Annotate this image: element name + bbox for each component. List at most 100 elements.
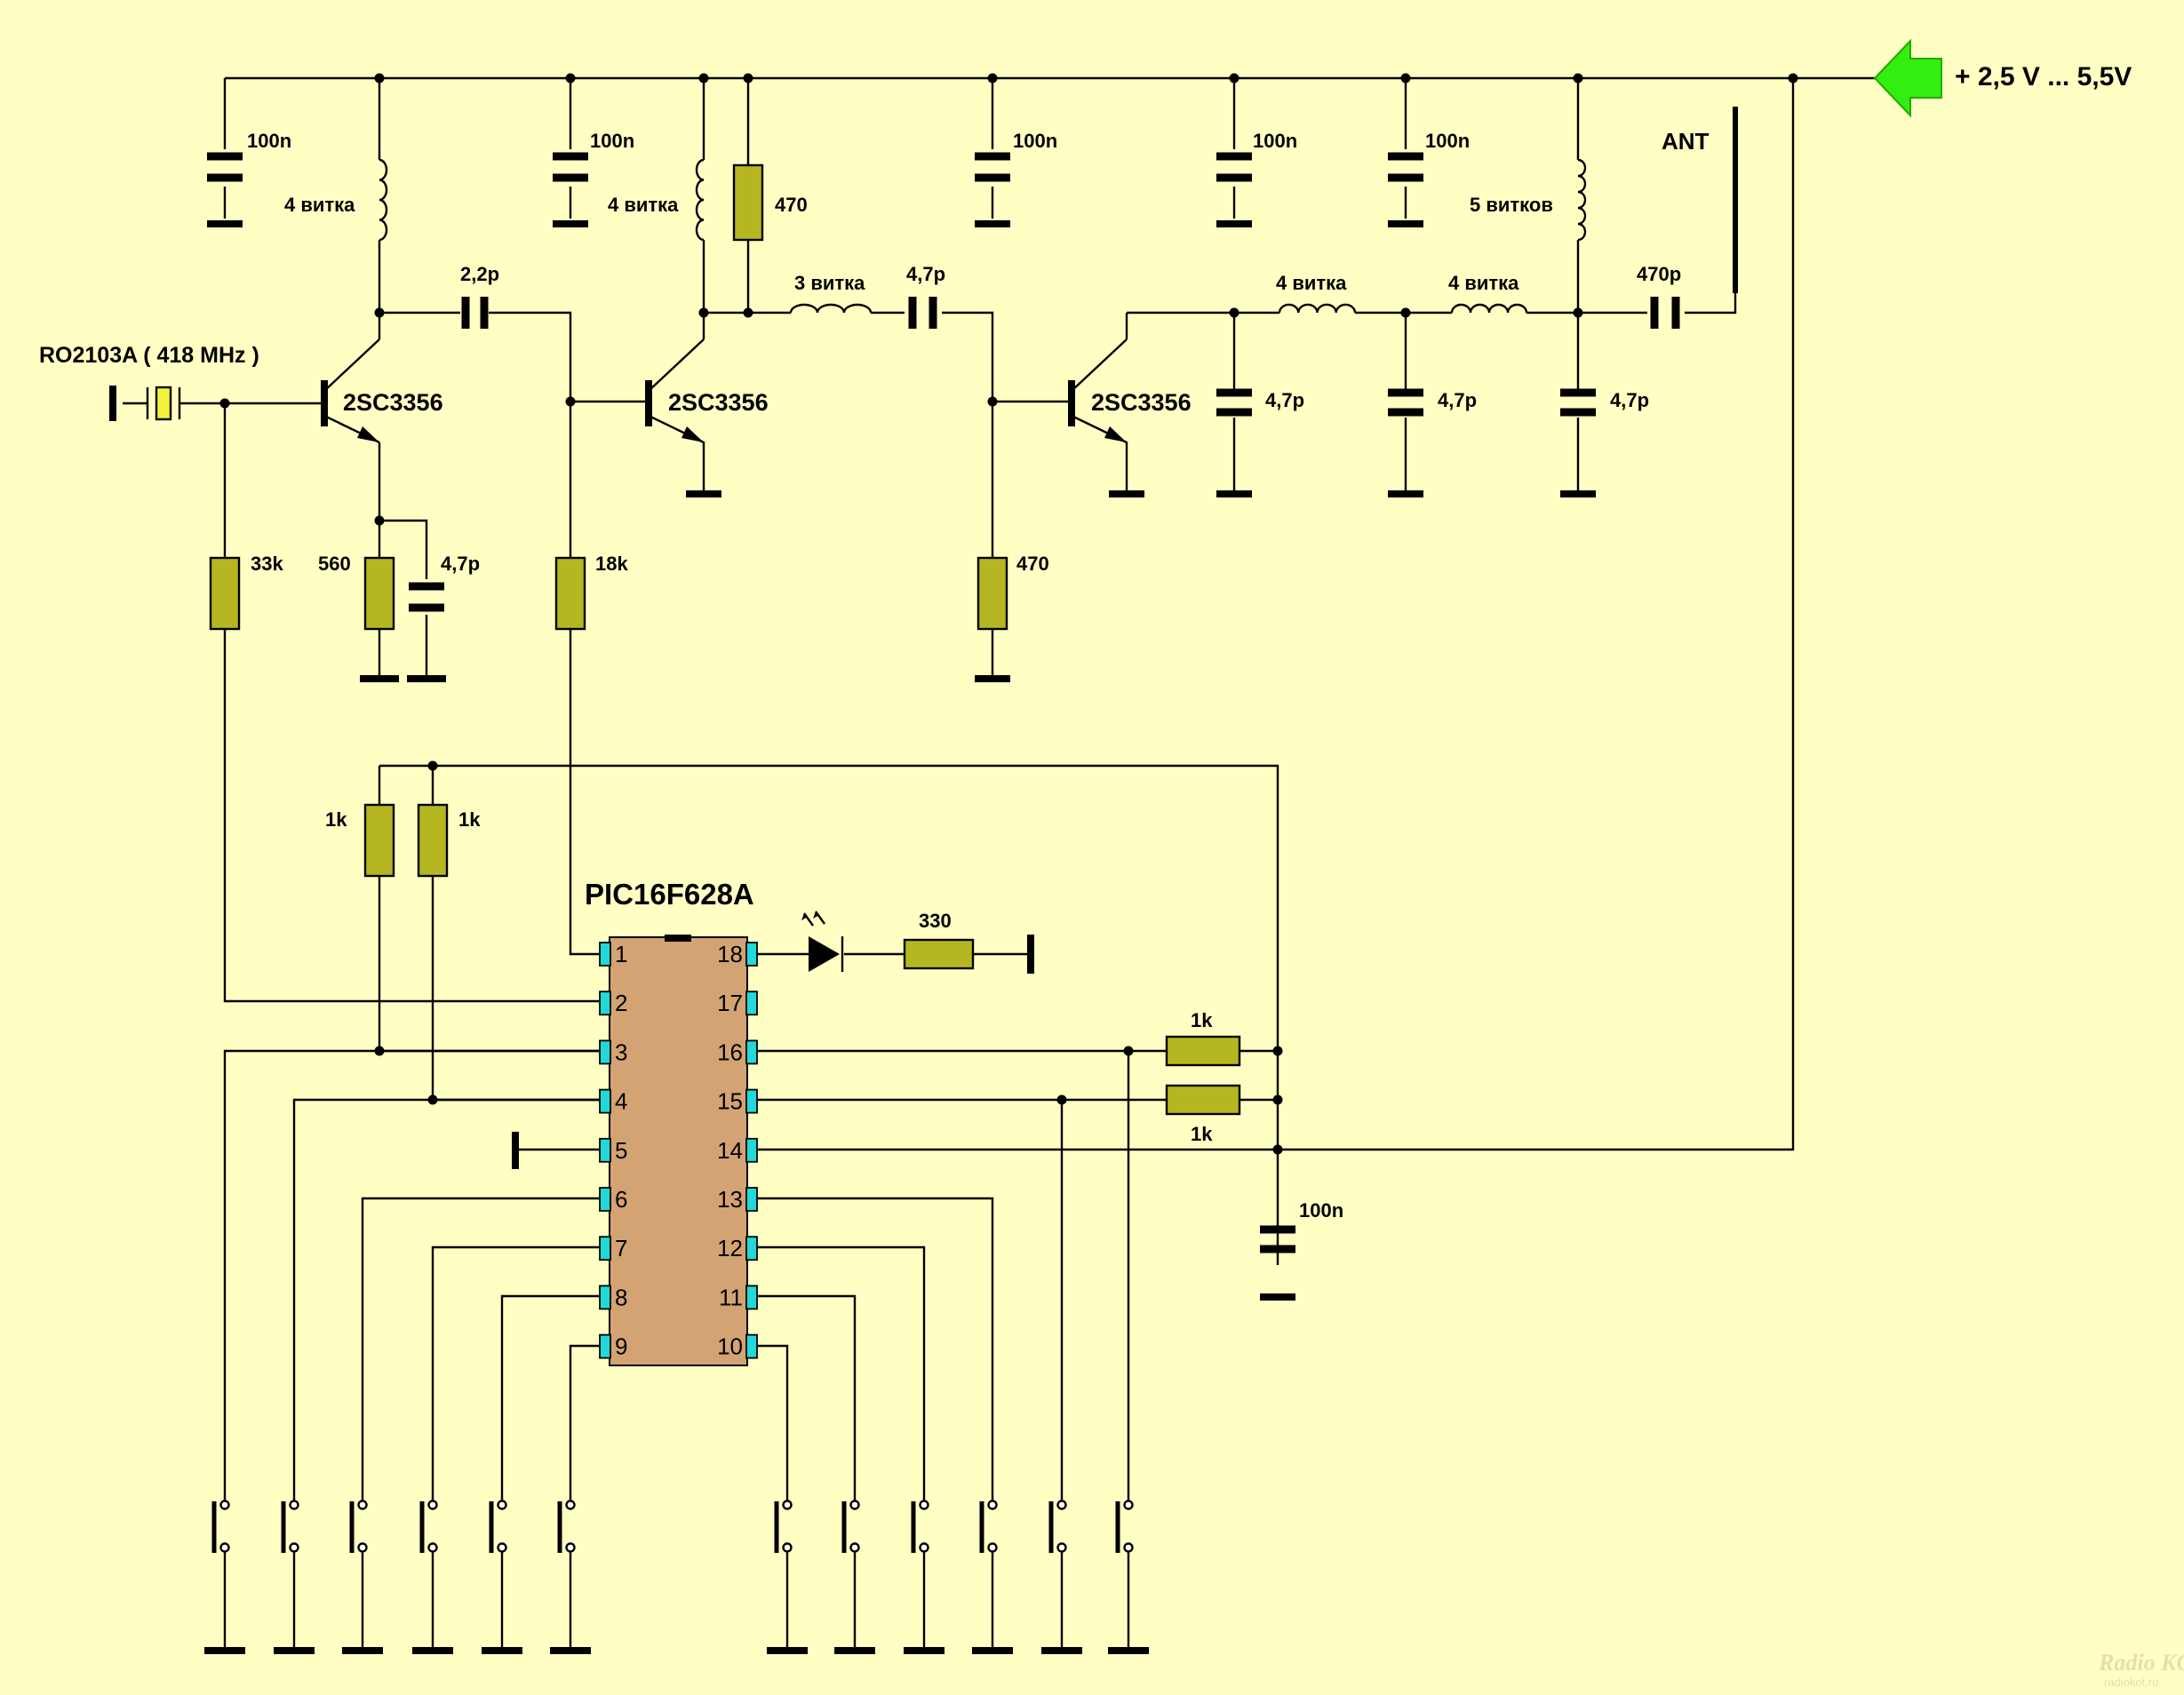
push-button-switch [911, 1500, 929, 1553]
watermark-logo: Radio KOT [2098, 1650, 2184, 1675]
resistor-1k-a [363, 803, 395, 878]
label-c-47p-b: 4,7p [1438, 389, 1477, 411]
label-c-47p-series: 4,7p [906, 263, 945, 285]
junction-dot [743, 73, 753, 84]
ic-pin-label: 4 [615, 1088, 627, 1115]
junction-dot [374, 1046, 385, 1056]
label-r-470-base: 470 [1016, 553, 1049, 575]
wires [123, 76, 1875, 1651]
junction-dot [219, 398, 230, 409]
label-c-top5: 100n [1425, 130, 1470, 152]
ic-pin-label: 9 [615, 1333, 627, 1360]
ic-pin-9 [599, 1333, 611, 1359]
junction-dot [1056, 1094, 1067, 1105]
resistor-330 [903, 938, 975, 970]
junction-dot [987, 73, 998, 84]
ic-pin-8 [599, 1285, 611, 1310]
junction-dot [1272, 1144, 1283, 1155]
watermark-url: radiokot.ru [2104, 1675, 2158, 1689]
resistor-33k [209, 556, 241, 631]
ic-pin-label: 18 [717, 941, 743, 967]
ic-pin-12 [745, 1236, 758, 1261]
transistor-q1-label: 2SC3356 [343, 389, 443, 416]
ic-pin-label: 15 [717, 1088, 743, 1115]
junction-dot [427, 1094, 438, 1105]
label-r-18k: 18k [595, 553, 628, 575]
label-r-470-top: 470 [775, 194, 808, 216]
ic-pin-2 [599, 991, 611, 1016]
inductor-l1 [379, 158, 388, 242]
junction-dot [1229, 307, 1239, 318]
ic-pin-label: 11 [719, 1284, 743, 1310]
junction-dot [374, 515, 385, 526]
inductor-l5 [1450, 303, 1528, 314]
junction-dot [987, 396, 998, 407]
label-c-47p-c: 4,7p [1610, 389, 1649, 411]
antenna-label: ANT [1662, 128, 1710, 155]
ic-pin-4 [599, 1088, 611, 1114]
junction-dot [1400, 73, 1411, 84]
junction-dot [1400, 307, 1411, 318]
ic-pin-14 [745, 1137, 758, 1163]
ic-pin-label: 17 [717, 990, 743, 1016]
capacitor-4-7p-series [908, 297, 937, 329]
label-c-47p-a: 4,7p [1265, 389, 1304, 411]
capacitor-shunt-a [1216, 388, 1252, 417]
resistor-18k [554, 556, 586, 631]
transistor-q2 [645, 338, 705, 494]
junction-dot [1788, 73, 1798, 84]
capacitor-470p [1650, 297, 1680, 329]
label-c-top1: 100n [247, 130, 291, 152]
ic-pin-label: 14 [717, 1137, 743, 1164]
push-button-switch [774, 1500, 793, 1553]
push-button-switch [419, 1500, 438, 1553]
push-button-switch [1048, 1500, 1067, 1553]
junction-dot [1272, 1046, 1283, 1056]
label-r-1k-16: 1k [1191, 1009, 1213, 1031]
capacitor-top-4 [1216, 152, 1252, 182]
label-c-top4: 100n [1253, 130, 1297, 152]
ic-name: PIC16F628A [585, 878, 754, 911]
ic-pin-16 [745, 1039, 758, 1065]
ic-pin-17 [745, 991, 758, 1016]
label-l1: 4 витка [284, 194, 355, 216]
junction-dot [565, 396, 576, 407]
inductors [379, 158, 1587, 314]
push-button-switch [1115, 1500, 1134, 1553]
resistor-470-top [732, 163, 764, 242]
capacitor-top-1 [207, 152, 243, 182]
ic-pin-label: 5 [615, 1137, 627, 1164]
push-button-switch [841, 1500, 860, 1553]
ic-pin-label: 13 [717, 1186, 743, 1213]
inductor-l6 [1577, 158, 1587, 242]
ic-pin-18 [745, 942, 758, 967]
junction-dot [427, 760, 438, 771]
transistor-q3-label: 2SC3356 [1091, 389, 1192, 416]
resistor-1k-pin16 [1165, 1035, 1241, 1067]
supply-label: + 2,5 V ... 5,5V [1955, 62, 2132, 92]
junction-dot [1123, 1046, 1134, 1056]
label-r-1k-a: 1k [325, 808, 347, 831]
ic-pin-label: 3 [615, 1038, 627, 1065]
junction-dot [698, 73, 709, 84]
ic-pin-label: 1 [615, 941, 627, 967]
resistor-1k-b [417, 803, 449, 878]
capacitor-shunt-b [1388, 388, 1423, 417]
label-c-47p-emitter: 4,7p [441, 553, 480, 575]
label-c-470p: 470p [1637, 263, 1681, 285]
ground-symbols [109, 220, 1596, 1654]
label-l6: 5 витков [1470, 194, 1553, 216]
inductor-l2 [695, 158, 705, 242]
ic-pin-label: 6 [615, 1186, 627, 1213]
push-button-switch [349, 1500, 368, 1553]
resistor-1k-pin15 [1165, 1084, 1241, 1116]
capacitor-shunt-c [1560, 388, 1596, 417]
label-c-100n-ic: 100n [1299, 1199, 1343, 1222]
junction-dot [374, 307, 385, 318]
ic-pin-7 [599, 1236, 611, 1261]
junction-dot [698, 307, 709, 318]
label-r-1k-b: 1k [458, 808, 481, 831]
capacitor-top-2 [553, 152, 588, 182]
ic-pin-6 [599, 1187, 611, 1212]
